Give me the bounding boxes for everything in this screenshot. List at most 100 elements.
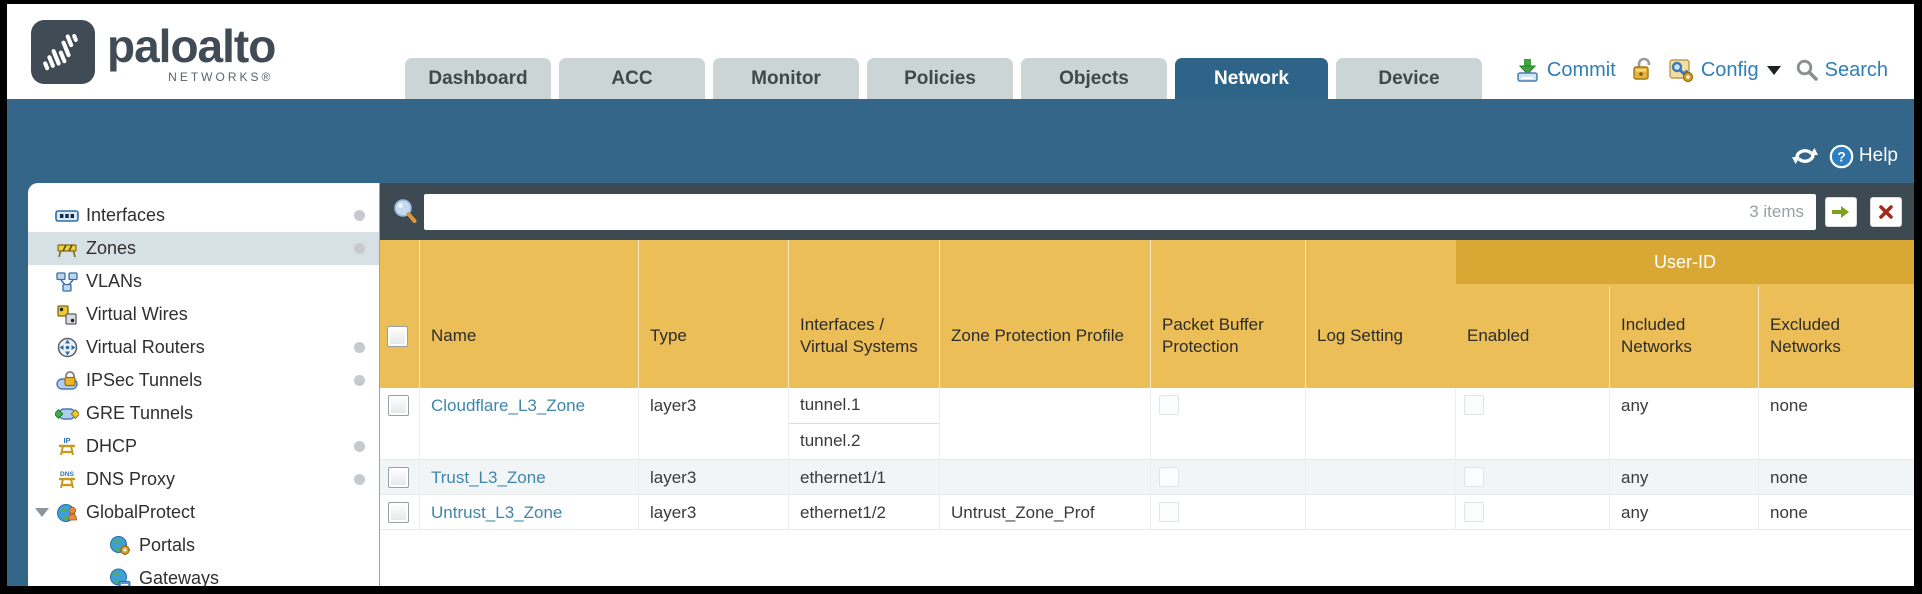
packet-buffer-checkbox[interactable] <box>1159 502 1179 522</box>
network-sidebar: Interfaces Zones VLANs <box>28 183 380 586</box>
config-icon <box>1669 59 1693 83</box>
filter-input[interactable] <box>424 193 1816 230</box>
gateways-icon <box>108 568 132 586</box>
zone-protection-profile-cell: Untrust_Zone_Prof <box>940 495 1151 529</box>
included-networks-cell: any <box>1610 495 1759 529</box>
sidebar-item-portals[interactable]: Portals <box>28 529 379 562</box>
zone-interfaces-cell: ethernet1/2 <box>789 495 940 529</box>
sidebar-item-virtual-routers[interactable]: Virtual Routers <box>28 331 379 364</box>
refresh-icon[interactable] <box>1790 143 1820 169</box>
main-nav-tabs: Dashboard ACC Monitor Policies Objects N… <box>405 58 1490 99</box>
column-header-interfaces[interactable]: Interfaces / Virtual Systems <box>789 240 940 388</box>
sidebar-item-dns-proxy[interactable]: DNS DNS Proxy <box>28 463 379 496</box>
log-setting-cell <box>1306 388 1456 459</box>
zone-name-link[interactable]: Cloudflare_L3_Zone <box>431 396 586 415</box>
user-id-enabled-cell <box>1456 495 1610 529</box>
sidebar-item-label: IPSec Tunnels <box>86 370 203 390</box>
sidebar-item-globalprotect[interactable]: GlobalProtect <box>28 496 379 529</box>
top-toolbar: Commit Config <box>1515 57 1888 83</box>
config-caret-icon <box>1766 65 1781 75</box>
tab-objects[interactable]: Objects <box>1021 58 1167 99</box>
column-header-name[interactable]: Name <box>420 240 639 388</box>
excluded-networks-cell: none <box>1770 503 1808 522</box>
sidebar-item-label: Portals <box>139 535 196 555</box>
user-id-enabled-checkbox[interactable] <box>1464 502 1484 522</box>
config-menu-button[interactable]: Config <box>1668 57 1781 83</box>
column-header-zone-protection-profile[interactable]: Zone Protection Profile <box>940 240 1151 388</box>
sidebar-item-dhcp[interactable]: IP DHCP <box>28 430 379 463</box>
expand-caret-icon[interactable] <box>35 508 49 517</box>
tab-policies[interactable]: Policies <box>867 58 1013 99</box>
zone-interfaces-cell: tunnel.1 tunnel.2 <box>789 388 940 459</box>
help-button[interactable]: ? Help <box>1829 144 1898 169</box>
column-header-packet-buffer-protection[interactable]: Packet Buffer Protection <box>1151 240 1306 388</box>
sidebar-item-interfaces[interactable]: Interfaces <box>28 199 379 232</box>
banner-actions: ? Help <box>1790 143 1898 169</box>
table-empty-space <box>380 530 1914 586</box>
zone-name-cell: Untrust_L3_Zone <box>420 495 639 529</box>
vlans-icon <box>55 271 79 293</box>
search-button[interactable]: Search <box>1795 58 1888 82</box>
sidebar-item-label: Virtual Routers <box>86 337 205 357</box>
excluded-networks-cell: none <box>1770 468 1808 487</box>
tab-network[interactable]: Network <box>1175 58 1328 99</box>
column-header-excluded-networks[interactable]: Excluded Networks <box>1770 315 1841 356</box>
filter-search-icon <box>394 199 417 223</box>
help-label: Help <box>1858 145 1898 166</box>
sidebar-item-label: GRE Tunnels <box>86 403 194 423</box>
row-checkbox[interactable] <box>388 395 409 416</box>
zone-name-cell: Trust_L3_Zone <box>420 460 639 494</box>
sidebar-item-ipsec-tunnels[interactable]: IPSec Tunnels <box>28 364 379 397</box>
status-dot <box>354 243 365 254</box>
tab-device[interactable]: Device <box>1336 58 1482 99</box>
user-id-enabled-checkbox[interactable] <box>1464 395 1484 415</box>
sidebar-item-virtual-wires[interactable]: Virtual Wires <box>28 298 379 331</box>
svg-text:IP: IP <box>63 436 70 445</box>
zone-protection-profile-cell <box>940 460 1151 494</box>
user-id-enabled-checkbox[interactable] <box>1464 467 1484 487</box>
tab-acc[interactable]: ACC <box>559 58 705 99</box>
tab-monitor[interactable]: Monitor <box>713 58 859 99</box>
zone-name-link[interactable]: Trust_L3_Zone <box>431 468 546 487</box>
table-row: Cloudflare_L3_Zone layer3 tunnel.1 tunne… <box>380 388 1914 460</box>
sidebar-item-gateways[interactable]: Gateways <box>28 562 379 586</box>
packet-buffer-protection-cell <box>1151 460 1306 494</box>
row-checkbox[interactable] <box>388 467 409 488</box>
apply-filter-button[interactable] <box>1825 196 1857 227</box>
sidebar-item-label: GlobalProtect <box>86 502 196 522</box>
column-header-enabled[interactable]: Enabled <box>1456 240 1610 388</box>
log-setting-cell <box>1306 495 1456 529</box>
row-checkbox[interactable] <box>388 502 409 523</box>
status-dot <box>354 474 365 485</box>
paloalto-logo: paloalto NETWORKS® <box>31 20 276 84</box>
select-all-cell <box>380 240 420 388</box>
packet-buffer-checkbox[interactable] <box>1159 467 1179 487</box>
lock-icon[interactable] <box>1630 57 1654 83</box>
packet-buffer-checkbox[interactable] <box>1159 395 1179 415</box>
zones-table-header: User-ID Name Type Interfaces / Virtual S… <box>380 240 1914 388</box>
gre-tunnels-icon <box>55 403 79 425</box>
excluded-networks-cell: none <box>1770 396 1808 415</box>
sidebar-item-zones[interactable]: Zones <box>28 232 379 265</box>
select-all-checkbox[interactable] <box>387 325 408 347</box>
sidebar-item-gre-tunnels[interactable]: GRE Tunnels <box>28 397 379 430</box>
user-id-enabled-cell <box>1456 388 1610 459</box>
sidebar-item-label: DNS Proxy <box>86 469 176 489</box>
virtual-routers-icon <box>55 337 79 359</box>
user-id-group-header: User-ID <box>1456 240 1914 284</box>
clear-filter-button[interactable] <box>1870 196 1902 227</box>
status-dot <box>354 441 365 452</box>
top-header: paloalto NETWORKS® Dashboard ACC Monitor… <box>7 4 1914 99</box>
paloalto-logo-icon <box>31 20 95 84</box>
zone-name-link[interactable]: Untrust_L3_Zone <box>431 503 563 522</box>
svg-text:DNS: DNS <box>60 471 75 478</box>
column-header-log-setting[interactable]: Log Setting <box>1317 326 1404 345</box>
commit-button[interactable]: Commit <box>1515 57 1616 83</box>
column-header-type[interactable]: Type <box>639 240 789 388</box>
status-dot <box>354 375 365 386</box>
sidebar-item-vlans[interactable]: VLANs <box>28 265 379 298</box>
sidebar-item-label: DHCP <box>86 436 138 456</box>
tab-dashboard[interactable]: Dashboard <box>405 58 551 99</box>
column-header-included-networks[interactable]: Included Networks <box>1610 240 1759 388</box>
svg-text:?: ? <box>1837 148 1846 164</box>
